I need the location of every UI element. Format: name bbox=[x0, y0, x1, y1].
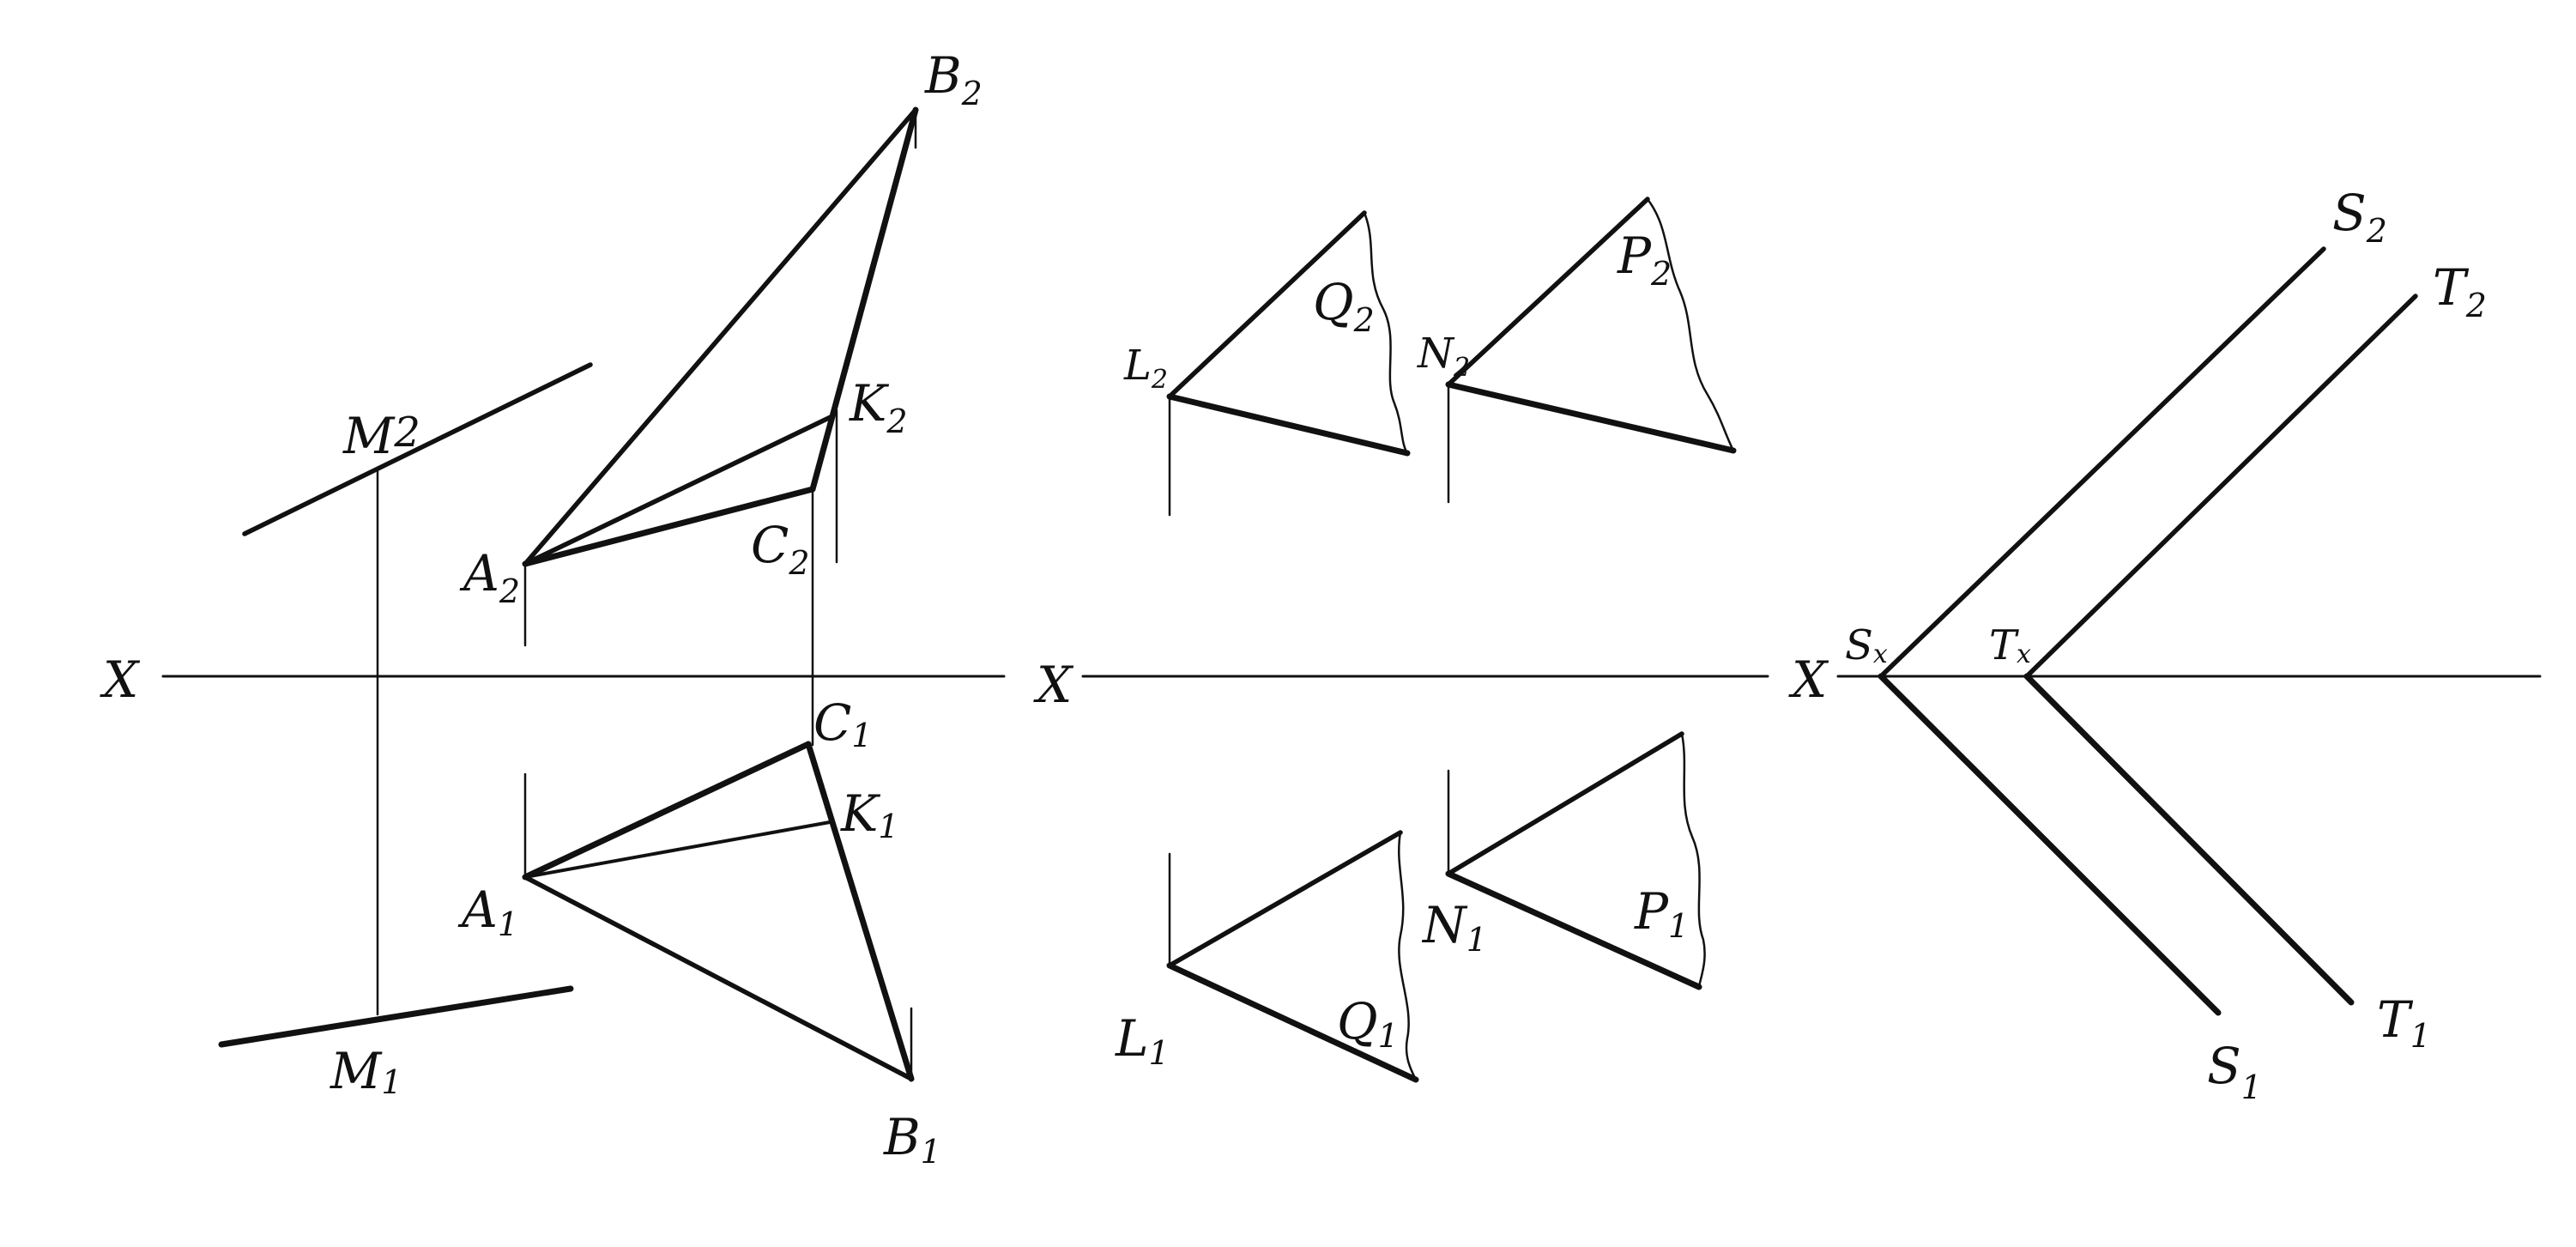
axis-label-1: X bbox=[100, 651, 141, 709]
edge-a2-b2 bbox=[523, 107, 918, 566]
label-m1: M1 bbox=[330, 1042, 402, 1101]
diagram-2: X L2 Q2 N2 P2 L1 Q1 N1 P1 bbox=[1033, 197, 1769, 1083]
plane-q-front-break bbox=[1363, 211, 1409, 455]
label-a2: A2 bbox=[459, 544, 520, 610]
label-k1: K1 bbox=[840, 784, 899, 845]
plane-p-top-break bbox=[1680, 732, 1706, 989]
label-l1: L1 bbox=[1115, 1009, 1170, 1072]
label-p1: P1 bbox=[1634, 882, 1689, 945]
edge-b2-c2 bbox=[809, 106, 919, 493]
plane-q-front-trace-lower bbox=[1166, 393, 1411, 457]
label-tx: Tx bbox=[1989, 621, 2031, 669]
diagram-3: X Sx S2 S1 Tx T2 T1 bbox=[1788, 184, 2542, 1106]
edge-a2-k2 bbox=[523, 414, 835, 566]
plane-q-front-trace-upper bbox=[1167, 210, 1367, 399]
label-t2: T2 bbox=[2433, 258, 2487, 324]
line-m-front-projection bbox=[242, 362, 593, 536]
label-k2: K2 bbox=[849, 374, 908, 440]
label-p2: P2 bbox=[1617, 227, 1672, 293]
label-n2: N2 bbox=[1417, 330, 1470, 383]
axis-label-3: X bbox=[1788, 651, 1829, 709]
label-b1: B1 bbox=[883, 1108, 941, 1171]
label-c1: C1 bbox=[813, 693, 873, 754]
plane-p-top-trace-lower bbox=[1445, 870, 1702, 990]
plane-t-front-trace bbox=[2024, 294, 2418, 679]
label-sx: Sx bbox=[1845, 621, 1888, 669]
label-q2: Q2 bbox=[1313, 273, 1375, 339]
edge-a1-c1 bbox=[522, 741, 812, 881]
edge-a1-b1 bbox=[523, 875, 914, 1081]
plane-q-top-break bbox=[1398, 831, 1418, 1081]
label-q1: Q1 bbox=[1337, 992, 1399, 1055]
plane-s-front-trace bbox=[1878, 246, 2326, 679]
edge-c1-b1 bbox=[805, 741, 915, 1082]
label-t1: T1 bbox=[2377, 990, 2431, 1055]
label-c2: C2 bbox=[751, 516, 810, 582]
label-m2: M2 bbox=[342, 407, 420, 465]
axis-label-2: X bbox=[1033, 656, 1074, 714]
line-m-top-projection bbox=[218, 985, 574, 1048]
label-s2: S2 bbox=[2332, 184, 2387, 250]
label-s1: S1 bbox=[2207, 1037, 2262, 1106]
plane-q-top-trace-upper bbox=[1167, 830, 1403, 968]
plane-p-front-trace-upper bbox=[1446, 197, 1650, 387]
label-n1: N1 bbox=[1421, 896, 1487, 959]
plane-s-top-trace bbox=[1878, 673, 2222, 1016]
plane-q-top-trace-lower bbox=[1166, 962, 1419, 1083]
label-b2: B2 bbox=[924, 46, 983, 112]
plane-p-top-trace-upper bbox=[1446, 731, 1684, 876]
label-a1: A1 bbox=[457, 881, 518, 943]
plane-p-front-trace-lower bbox=[1445, 381, 1737, 454]
edge-a1-k1 bbox=[523, 820, 831, 879]
edge-a2-c2 bbox=[522, 486, 816, 567]
plane-p-front-break bbox=[1646, 197, 1735, 452]
plane-t-top-trace bbox=[2023, 673, 2355, 1006]
label-l2: L2 bbox=[1123, 342, 1168, 395]
diagram-1: X M2 M1 B2 K2 A2 C2 C1 K1 A1 B1 bbox=[100, 46, 1006, 1171]
